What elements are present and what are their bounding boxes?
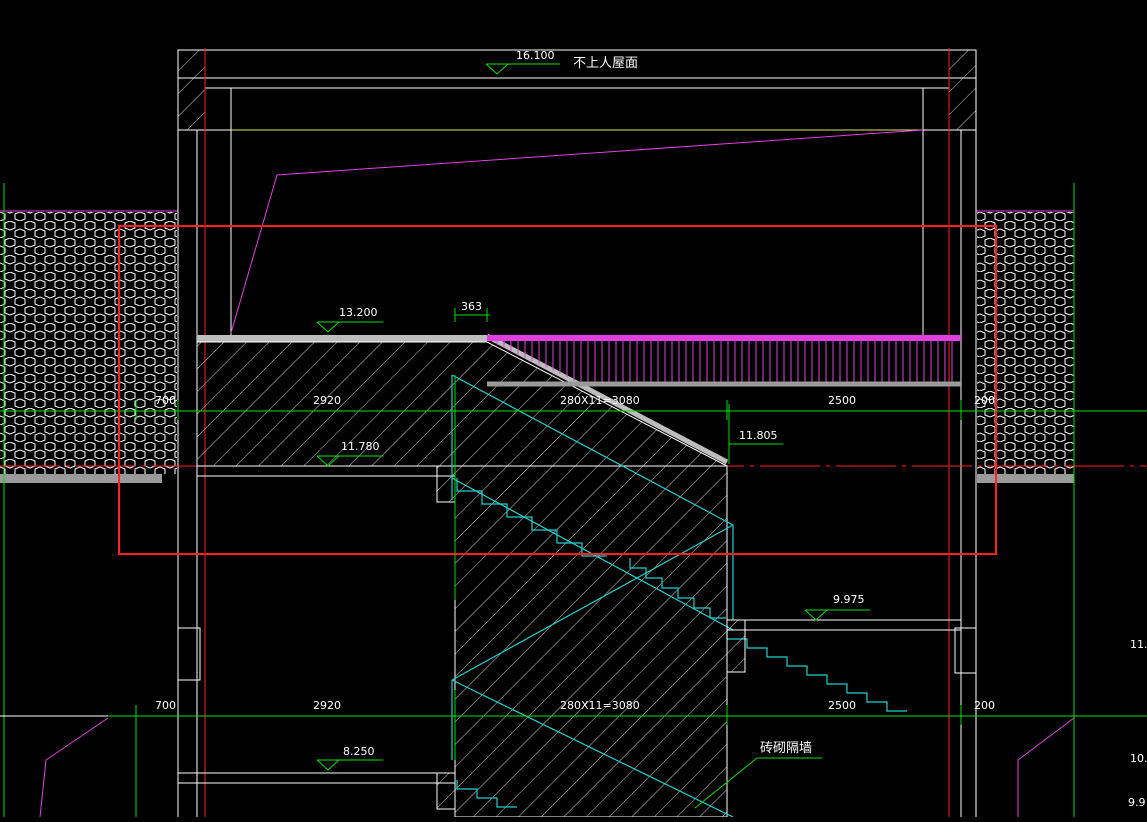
slab-lower: [726, 619, 962, 673]
dim-upper-left: 700: [155, 394, 176, 407]
stair-stringer: [451, 679, 734, 818]
level-floor-bottom: 8.250: [343, 745, 375, 758]
dim-lower-stair: 280X11=3080: [560, 699, 640, 712]
stair-flight: [456, 478, 607, 557]
landing-gap: 363: [461, 300, 482, 313]
dim-upper-span-right: 2500: [828, 394, 856, 407]
outside-edge-right: [1017, 717, 1075, 817]
stair-upper-hatch: [196, 341, 728, 467]
stair-flights: [451, 374, 907, 818]
slab-mid: [196, 465, 456, 503]
insulation-left: [0, 210, 178, 474]
slab-bottom: [177, 772, 456, 810]
slab-upper: [197, 335, 487, 342]
dimension-lines: [0, 308, 1147, 817]
dim-lower-span-left: 2920: [313, 699, 341, 712]
stair-stringer: [451, 524, 734, 681]
level-markers: [316, 63, 870, 809]
outside-edge-left: [39, 717, 109, 818]
dim-lower-span-right: 2500: [828, 699, 856, 712]
roof-note: 不上人屋面: [573, 56, 638, 71]
stair-core-hatch: [454, 465, 728, 818]
stair-flight: [726, 630, 907, 712]
dim-upper-right: 200: [974, 394, 995, 407]
stair-flight: [629, 558, 726, 619]
level-landing-mid: 11.805: [739, 429, 778, 442]
selection-box[interactable]: [118, 225, 997, 555]
slab-outside-right: [977, 474, 1074, 483]
dim-upper-span-left: 2920: [313, 394, 341, 407]
slab-outside-left: [0, 474, 162, 483]
level-floor-upper: 13.200: [339, 306, 378, 319]
edge-level-2: 10.4: [1130, 752, 1147, 765]
dim-upper-stair: 280X11=3080: [560, 394, 640, 407]
dim-lower-left: 700: [155, 699, 176, 712]
edge-level-1: 11.7: [1130, 638, 1147, 651]
edge-level-3: 9.9: [1128, 796, 1146, 809]
level-floor-mid: 11.780: [341, 440, 380, 453]
parapet: [177, 49, 977, 131]
roof-profile: [230, 129, 924, 334]
railing: [496, 339, 953, 384]
dim-lower-right: 200: [974, 699, 995, 712]
stair-stringer: [451, 374, 734, 526]
stair-flight: [456, 780, 517, 808]
partition-note: 砖砌隔墙: [760, 741, 812, 756]
insulation-right: [976, 210, 1074, 474]
level-roof: 16.100: [516, 49, 555, 62]
level-floor-lower: 9.975: [833, 593, 865, 606]
